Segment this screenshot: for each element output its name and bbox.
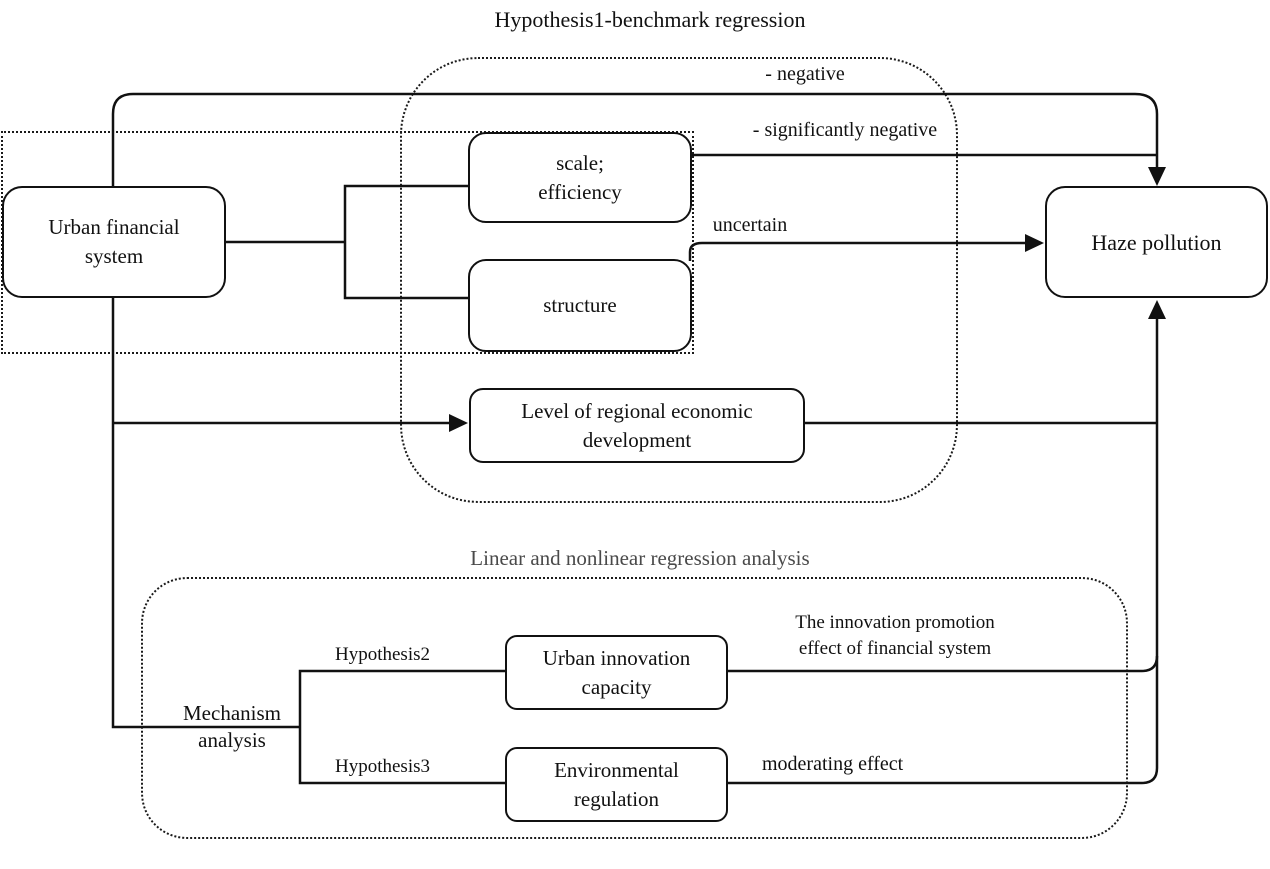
regression-analysis-title: Linear and nonlinear regression analysis	[470, 546, 810, 570]
node-label: system	[84, 244, 144, 268]
node-label: efficiency	[538, 179, 622, 204]
edge-uncertain	[688, 241, 1032, 261]
edge-label-innovation-promotion-effect: The innovation promotion effect of finan…	[745, 610, 1045, 662]
arrowhead-haze-top	[1148, 167, 1166, 186]
node-label: regulation	[573, 786, 660, 811]
edge-negative	[111, 92, 1159, 186]
edge-label-moderating-effect: moderating effect	[762, 753, 904, 775]
edge-moderating-effect	[728, 767, 1159, 785]
node-label: Level of regional economic	[521, 398, 753, 423]
urban-financial-system-node: Urban financial system	[2, 186, 226, 298]
regional-economic-development-node: Level of regional economic development	[469, 388, 805, 463]
node-label: Haze pollution	[1091, 229, 1222, 255]
benchmark-regression-title: Hypothesis1-benchmark regression	[494, 7, 806, 32]
arrowhead-level-left	[449, 414, 468, 432]
mechanism-analysis-line1: Mechanism	[183, 701, 281, 725]
benchmark-regression-group-outline	[400, 57, 958, 503]
bracket-mechanism	[298, 669, 505, 785]
arrowhead-haze-left	[1025, 234, 1044, 252]
edge-urban-to-mechanism	[111, 298, 300, 729]
innovation-effect-line1: The innovation promotion	[795, 612, 995, 633]
environmental-regulation-node: Environmental regulation	[505, 747, 728, 822]
edge-label-uncertain: uncertain	[712, 214, 788, 236]
innovation-effect-line2: effect of financial system	[798, 638, 992, 659]
scale-efficiency-node: scale; efficiency	[468, 132, 692, 223]
bracket-scale-structure	[343, 184, 468, 300]
structure-node: structure	[468, 259, 692, 352]
mechanism-analysis-group-outline	[141, 577, 1128, 839]
node-label: scale;	[556, 150, 604, 175]
haze-pollution-node: Haze pollution	[1045, 186, 1268, 298]
edge-label-hypothesis3: Hypothesis3	[335, 756, 430, 777]
node-label: development	[582, 427, 692, 452]
edge-label-significantly-negative: - significantly negative	[752, 119, 938, 141]
mechanism-analysis-line2: analysis	[198, 728, 266, 752]
edge-label-hypothesis2: Hypothesis2	[335, 644, 430, 665]
node-label: structure	[543, 293, 617, 317]
node-label: capacity	[581, 674, 652, 699]
edge-label-negative: - negative	[765, 63, 845, 85]
node-label: Urban financial	[48, 215, 180, 239]
urban-innovation-capacity-node: Urban innovation capacity	[505, 635, 728, 710]
mechanism-analysis-label: Mechanism analysis	[157, 700, 307, 754]
node-label: Environmental	[554, 757, 679, 782]
node-label: Urban innovation	[542, 645, 691, 670]
arrowhead-haze-bottom	[1148, 300, 1166, 319]
